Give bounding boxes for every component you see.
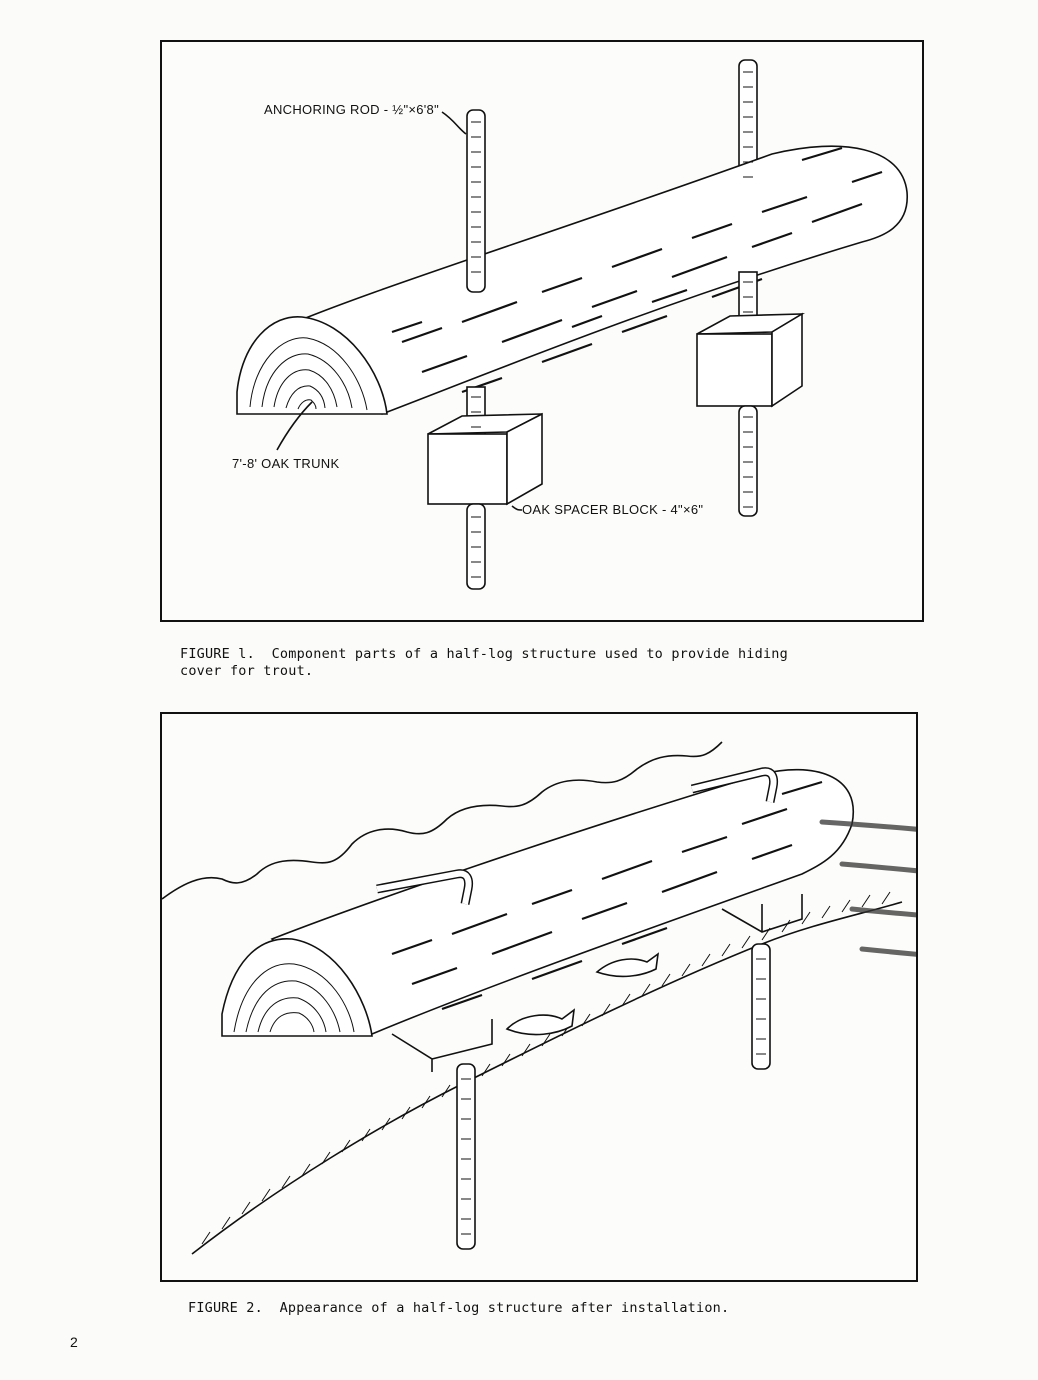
- figure-1-illustration: [236, 59, 908, 590]
- page-number: 2: [70, 1334, 78, 1350]
- label-oak-trunk: 7'-8' OAK TRUNK: [232, 456, 340, 471]
- figure-1-caption: FIGURE l. Component parts of a half-log …: [180, 646, 788, 679]
- label-oak-spacer-block: OAK SPACER BLOCK - 4"×6": [522, 502, 704, 517]
- figure-2-caption: FIGURE 2. Appearance of a half-log struc…: [188, 1300, 730, 1316]
- figure-2-illustration: [162, 741, 916, 1255]
- figure-2-frame: [160, 712, 918, 1282]
- label-anchoring-rod: ANCHORING ROD - ½"×6'8": [264, 102, 440, 117]
- figure-1-frame: ANCHORING ROD - ½"×6'8" 7'-8' OAK TRUNK …: [160, 40, 924, 622]
